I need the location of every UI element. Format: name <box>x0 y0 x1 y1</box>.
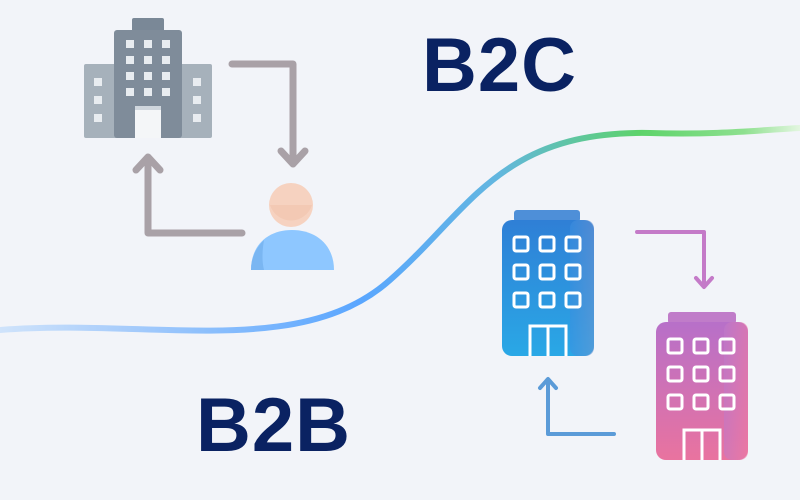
person-icon <box>251 183 334 270</box>
b2b-arrow-to-pink-building <box>635 230 714 289</box>
b2c-arrow-to-person <box>228 60 309 168</box>
b2c-arrow-to-building <box>132 153 246 237</box>
pink-office-building-icon <box>656 312 748 460</box>
dividing-curve <box>0 125 800 334</box>
b2b-label: B2B <box>196 383 352 468</box>
b2c-label: B2C <box>422 23 578 108</box>
blue-office-building-icon <box>502 210 594 356</box>
gray-office-building-icon <box>84 18 212 138</box>
b2b-arrow-to-blue-building <box>538 377 616 436</box>
